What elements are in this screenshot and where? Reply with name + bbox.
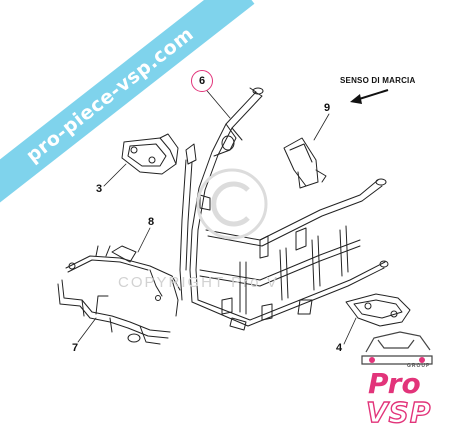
callout-8: 8 xyxy=(148,216,155,228)
callout-9: 9 xyxy=(324,102,331,114)
car-outline-icon xyxy=(361,331,433,365)
part-7-subframe xyxy=(57,279,171,345)
part-8-harness xyxy=(65,245,181,317)
direction-label: SENSO DI MARCIA xyxy=(340,76,416,85)
direction-arrow-icon xyxy=(350,89,389,104)
copyright-watermark: COPYRIGHT Pro V xyxy=(118,274,279,291)
copyright-symbol-icon xyxy=(196,168,268,240)
callout-3: 3 xyxy=(96,183,103,195)
logo-vsp-text: VSP xyxy=(365,395,432,429)
callout-7: 7 xyxy=(72,342,79,354)
main-frame xyxy=(179,87,389,331)
leader-lines xyxy=(77,85,357,345)
logo-pro-text: Pro xyxy=(368,367,421,400)
part-9-bracket xyxy=(283,137,327,189)
callout-4: 4 xyxy=(336,342,343,354)
callout-6: 6 xyxy=(198,75,206,87)
logo-group-text: GROUP xyxy=(407,363,431,369)
part-4-bracket xyxy=(345,293,411,327)
part-3-bracket xyxy=(121,133,179,175)
callout-6-highlighted: 6 xyxy=(191,70,213,92)
